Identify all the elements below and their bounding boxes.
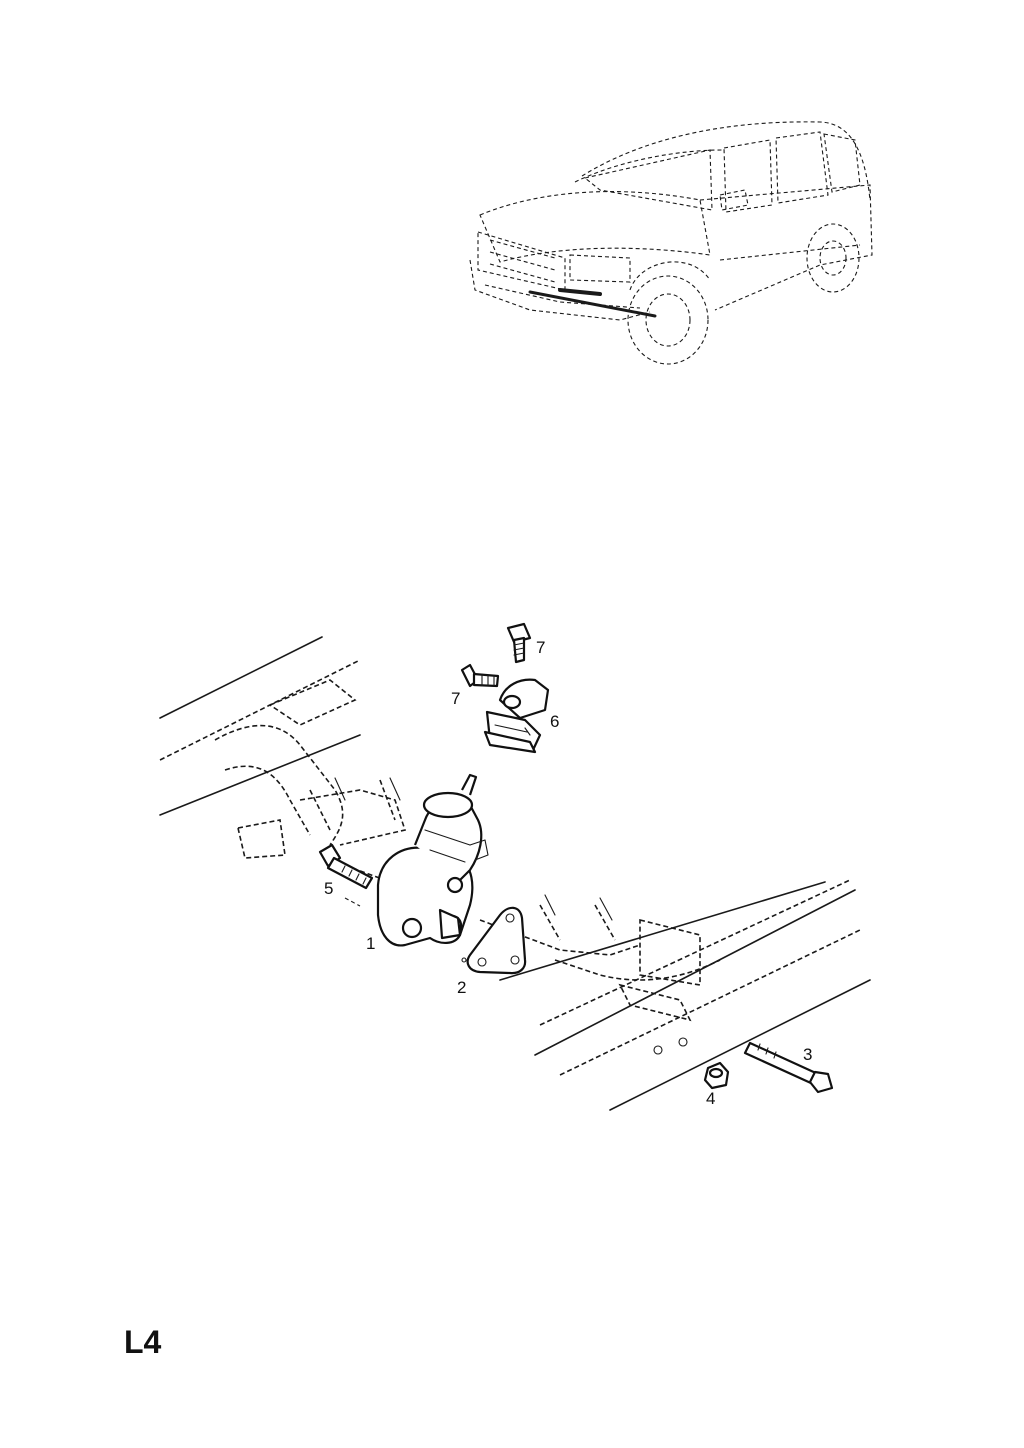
bolt-7-upper-icon: [506, 622, 532, 664]
bolt-7-lower-icon: [460, 663, 500, 688]
suv-locator-icon: [469, 121, 873, 365]
engine-mount-icon: [376, 773, 489, 947]
callout-2: 2: [457, 978, 467, 997]
nut-4-icon: [703, 1061, 730, 1090]
callout-1: 1: [366, 934, 376, 953]
page-code: L4: [124, 1324, 162, 1360]
callout-6: 6: [550, 712, 560, 731]
callout-4: 4: [706, 1089, 716, 1108]
callout-7-lower: 7: [451, 689, 461, 708]
bolt-5-icon: [318, 843, 374, 907]
callout-7-upper: 7: [536, 638, 546, 657]
mount-plate-icon: [461, 906, 527, 975]
bolt-3-icon: [743, 1041, 834, 1094]
callout-5: 5: [324, 879, 334, 898]
callout-3: 3: [803, 1045, 813, 1064]
bracket-6-icon: [483, 678, 550, 754]
